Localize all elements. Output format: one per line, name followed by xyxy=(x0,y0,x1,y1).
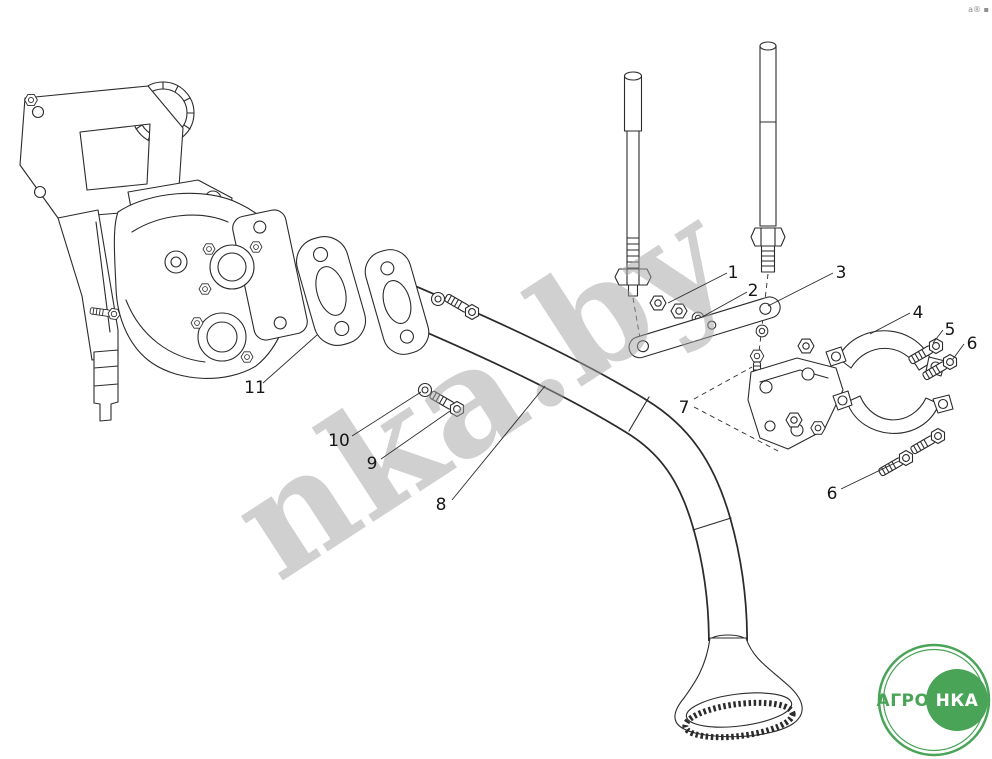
washer xyxy=(755,324,769,338)
callout-6-upper: 6 xyxy=(967,334,978,354)
callout-3: 3 xyxy=(836,263,847,283)
leader-line-6a xyxy=(952,343,965,360)
leader-line-8 xyxy=(451,385,546,501)
hex-nut xyxy=(749,349,765,363)
logo-text-nka: НКА xyxy=(936,691,979,711)
hex-nut xyxy=(797,338,815,354)
washer xyxy=(430,291,446,307)
pipe-flange xyxy=(364,249,430,355)
leader-line-2 xyxy=(701,291,748,318)
hex-bolt xyxy=(876,448,917,480)
callout-1: 1 xyxy=(728,263,739,283)
bracket-plate xyxy=(747,357,844,450)
leader-line-4 xyxy=(869,312,911,335)
leader-line-10 xyxy=(351,391,422,437)
callout-5: 5 xyxy=(945,320,956,340)
strainer-mesh-rim xyxy=(682,699,796,741)
leader-lines xyxy=(262,272,965,501)
leader-line-7 xyxy=(693,366,779,452)
hex-nut xyxy=(198,283,212,295)
hex-nut xyxy=(249,241,263,253)
strainer-bell xyxy=(674,637,803,741)
callout-11: 11 xyxy=(244,378,266,398)
hex-nut xyxy=(240,351,254,363)
leader-line-6b xyxy=(840,460,900,490)
agro-nka-logo: АГРО НКА xyxy=(877,643,991,757)
leader-line-5 xyxy=(932,329,944,344)
callout-6-lower: 6 xyxy=(827,484,838,504)
callout-4: 4 xyxy=(913,303,924,323)
support-strip xyxy=(628,296,781,379)
callout-8: 8 xyxy=(436,495,447,515)
callout-2: 2 xyxy=(748,281,759,301)
callouts: 1 2 3 4 5 6 7 8 9 10 11 6 xyxy=(244,263,977,515)
oil-pump-assembly xyxy=(19,81,308,422)
hex-nut xyxy=(810,421,826,435)
leader-line-3 xyxy=(767,272,834,307)
hex-nut xyxy=(24,94,38,106)
hex-bolt xyxy=(908,426,949,458)
corner-mark: a® ▪ xyxy=(968,5,989,14)
stud-right xyxy=(750,41,786,273)
callout-7: 7 xyxy=(679,398,690,418)
logo-disc xyxy=(926,669,988,731)
clamp-lower-half xyxy=(832,390,954,434)
leader-line-1 xyxy=(667,272,728,304)
logo-text-agro: АГРО xyxy=(877,691,930,711)
hex-nut xyxy=(202,243,216,255)
hex-nut xyxy=(785,412,803,428)
gasket xyxy=(295,236,367,346)
stud-left xyxy=(614,71,652,297)
callout-9: 9 xyxy=(367,454,378,474)
leader-line-11 xyxy=(262,334,318,384)
hex-nut xyxy=(190,317,204,329)
leader-line-9 xyxy=(380,410,451,460)
callout-10: 10 xyxy=(328,431,350,451)
